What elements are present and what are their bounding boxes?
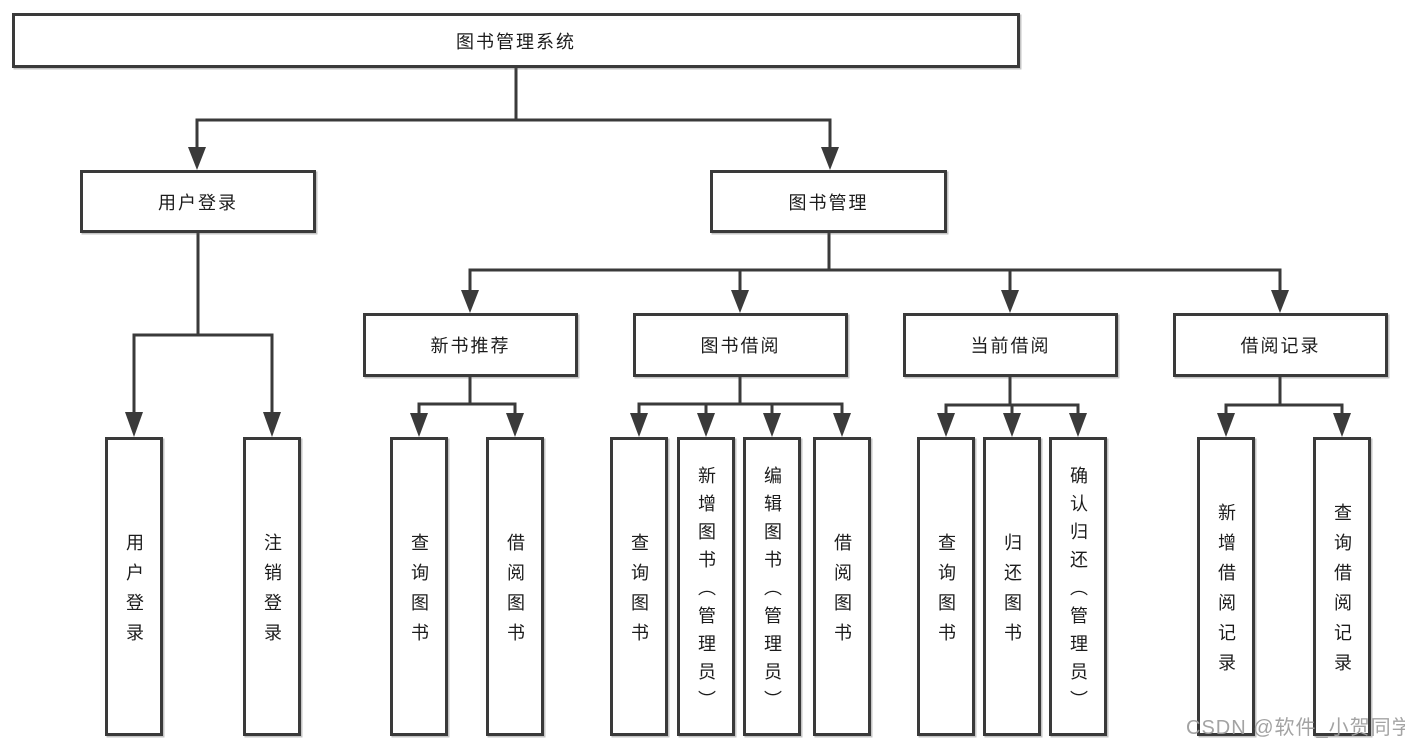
connector-newbook-to-leaves xyxy=(417,377,517,415)
leaf-borrow-books-recommend: 借阅图书 xyxy=(486,437,544,736)
leaf-borrow-books: 借阅图书 xyxy=(813,437,871,736)
leaf-logout-label: 注销登录 xyxy=(262,532,282,653)
watermark: CSDN @软件_小贺同学 xyxy=(1186,717,1405,739)
connector-records-to-leaves xyxy=(1224,377,1344,415)
node-current-borrowing-label: 当前借阅 xyxy=(970,336,1051,356)
leaf-return-book: 归还图书 xyxy=(983,437,1041,736)
connector-bookmgmt-to-level3 xyxy=(468,233,1282,291)
node-user-login: 用户登录 xyxy=(80,170,316,233)
node-new-book-recommend: 新书推荐 xyxy=(363,313,578,377)
leaf-edit-book-admin: 编辑图书（管理员） xyxy=(743,437,801,736)
leaf-add-book-admin-label: 新增图书（管理员） xyxy=(696,465,716,718)
leaf-query-books-recommend-label: 查询图书 xyxy=(409,532,429,653)
leaf-confirm-return-admin: 确认归还（管理员） xyxy=(1049,437,1107,736)
node-book-borrowing: 图书借阅 xyxy=(633,313,848,377)
node-borrowing-records: 借阅记录 xyxy=(1173,313,1388,377)
leaf-query-books-recommend: 查询图书 xyxy=(390,437,448,736)
leaf-add-borrow-record-label: 新增借阅记录 xyxy=(1216,502,1236,683)
leaf-query-books-current: 查询图书 xyxy=(917,437,975,736)
leaf-query-books-current-label: 查询图书 xyxy=(936,532,956,653)
connector-bookborrow-to-leaves xyxy=(637,377,844,415)
node-borrowing-records-label: 借阅记录 xyxy=(1240,336,1321,356)
connector-userlogin-to-leaves xyxy=(132,233,274,415)
node-book-management: 图书管理 xyxy=(710,170,947,233)
node-root-label: 图书管理系统 xyxy=(456,31,576,52)
leaf-borrow-books-recommend-label: 借阅图书 xyxy=(505,532,525,653)
leaf-user-login: 用户登录 xyxy=(105,437,163,736)
leaf-confirm-return-admin-label: 确认归还（管理员） xyxy=(1068,465,1088,718)
node-new-book-recommend-label: 新书推荐 xyxy=(430,336,511,356)
node-root: 图书管理系统 xyxy=(12,13,1020,68)
connector-root-to-level2 xyxy=(195,68,832,150)
node-user-login-label: 用户登录 xyxy=(158,192,238,213)
leaf-query-books-borrow-label: 查询图书 xyxy=(629,532,649,653)
leaf-query-books-borrow: 查询图书 xyxy=(610,437,668,736)
leaf-add-borrow-record: 新增借阅记录 xyxy=(1197,437,1255,736)
leaf-query-borrow-record-label: 查询借阅记录 xyxy=(1332,502,1352,683)
leaf-add-book-admin: 新增图书（管理员） xyxy=(677,437,735,736)
leaf-borrow-books-label: 借阅图书 xyxy=(832,532,852,653)
leaf-logout: 注销登录 xyxy=(243,437,301,736)
leaf-edit-book-admin-label: 编辑图书（管理员） xyxy=(762,465,782,718)
connector-currentborrow-to-leaves xyxy=(944,377,1080,415)
leaf-user-login-label: 用户登录 xyxy=(124,532,144,653)
node-book-borrowing-label: 图书借阅 xyxy=(700,336,781,356)
node-current-borrowing: 当前借阅 xyxy=(903,313,1118,377)
leaf-return-book-label: 归还图书 xyxy=(1002,532,1022,653)
leaf-query-borrow-record: 查询借阅记录 xyxy=(1313,437,1371,736)
node-book-management-label: 图书管理 xyxy=(788,192,869,213)
